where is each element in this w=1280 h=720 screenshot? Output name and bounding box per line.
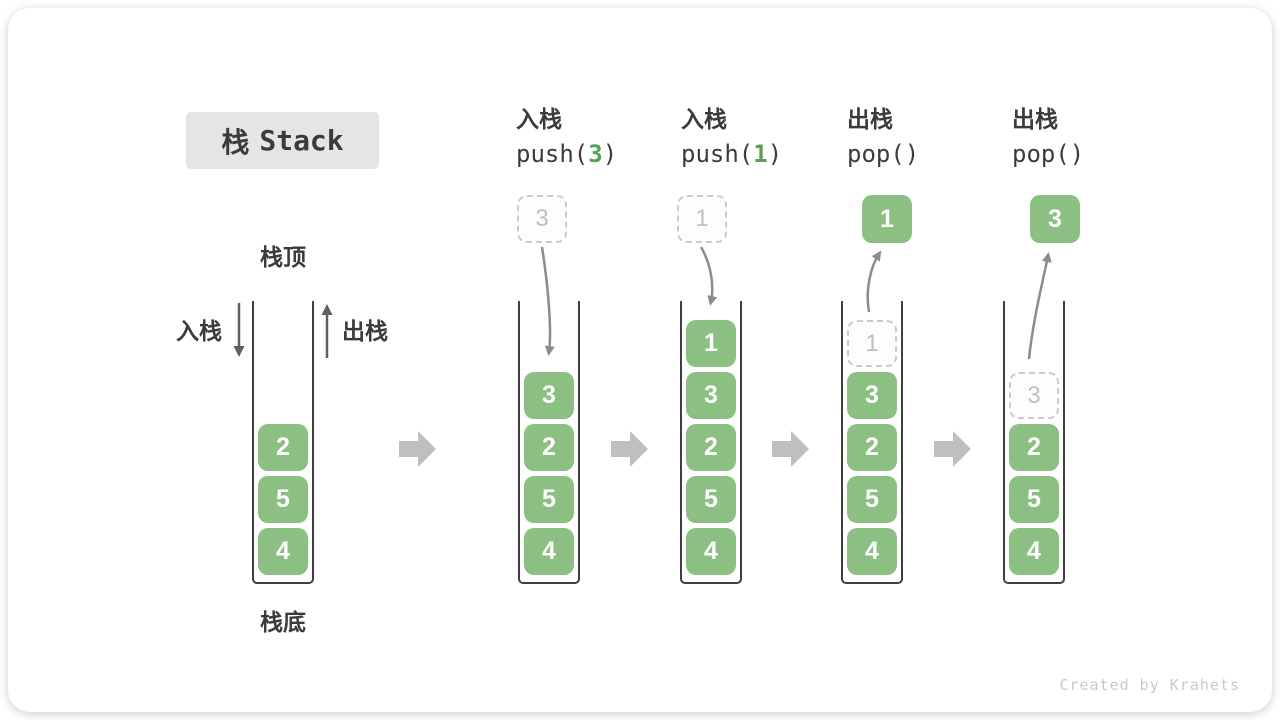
code-pre: pop( bbox=[847, 140, 905, 168]
floating-element: 3 bbox=[1030, 195, 1080, 243]
stack-element: 5 bbox=[1009, 476, 1059, 523]
code-pre: push( bbox=[681, 140, 754, 168]
title-cn: 栈 bbox=[221, 126, 250, 158]
stack-element: 4 bbox=[686, 528, 736, 575]
stack-element: 5 bbox=[524, 476, 574, 523]
stack-bottom-label: 栈底 bbox=[260, 609, 306, 635]
floating-element: 1 bbox=[862, 195, 912, 243]
stage-op-label: 入栈 bbox=[516, 106, 562, 132]
stack-element: 2 bbox=[258, 424, 308, 471]
code-post: ) bbox=[602, 140, 618, 168]
stack-cells: 1 3 2 5 4 bbox=[843, 301, 901, 582]
stack-cells: 1 3 2 5 4 bbox=[682, 301, 740, 582]
stack-element: 3 bbox=[1009, 372, 1059, 419]
stack-element: 3 bbox=[686, 372, 736, 419]
floating-element: 3 bbox=[517, 195, 567, 243]
code-pre: push( bbox=[516, 140, 589, 168]
code-post: ) bbox=[1069, 140, 1085, 168]
stage-op-code: push(1) bbox=[681, 140, 782, 168]
stack-top-label: 栈顶 bbox=[260, 244, 306, 270]
stack-element: 3 bbox=[524, 372, 574, 419]
stack-container: 3 2 5 4 bbox=[1003, 301, 1065, 584]
stack-cells: 2 5 4 bbox=[254, 301, 312, 582]
stage-op-code: pop() bbox=[847, 140, 919, 168]
stack-element: 5 bbox=[686, 476, 736, 523]
stack-container: 2 5 4 bbox=[252, 301, 314, 584]
title-badge: 栈 Stack bbox=[186, 112, 379, 169]
push-side-label: 入栈 bbox=[176, 318, 222, 344]
stack-element: 2 bbox=[524, 424, 574, 471]
stack-element: 4 bbox=[1009, 528, 1059, 575]
code-post: ) bbox=[904, 140, 920, 168]
stack-element: 4 bbox=[524, 528, 574, 575]
stack-element: 3 bbox=[847, 372, 897, 419]
stack-container: 3 2 5 4 bbox=[518, 301, 580, 584]
stage-op-label: 出栈 bbox=[1012, 106, 1058, 132]
stack-element: 4 bbox=[258, 528, 308, 575]
watermark: Created by Krahets bbox=[1059, 676, 1240, 694]
floating-element: 1 bbox=[677, 195, 727, 243]
stack-cells: 3 2 5 4 bbox=[520, 301, 578, 582]
code-arg: 3 bbox=[588, 140, 603, 168]
stack-element: 5 bbox=[258, 476, 308, 523]
stack-container: 1 3 2 5 4 bbox=[841, 301, 903, 584]
code-arg: 1 bbox=[753, 140, 768, 168]
stack-element: 1 bbox=[686, 320, 736, 367]
stack-element: 2 bbox=[686, 424, 736, 471]
stack-element: 5 bbox=[847, 476, 897, 523]
pop-side-label: 出栈 bbox=[342, 318, 388, 344]
stage-op-label: 出栈 bbox=[847, 106, 893, 132]
stage-op-label: 入栈 bbox=[681, 106, 727, 132]
title-en: Stack bbox=[259, 124, 344, 157]
code-pre: pop( bbox=[1012, 140, 1070, 168]
stage-op-code: pop() bbox=[1012, 140, 1084, 168]
stack-cells: 3 2 5 4 bbox=[1005, 301, 1063, 582]
stack-element: 2 bbox=[847, 424, 897, 471]
stack-container: 1 3 2 5 4 bbox=[680, 301, 742, 584]
stage-op-code: push(3) bbox=[516, 140, 617, 168]
code-post: ) bbox=[767, 140, 783, 168]
stack-element: 2 bbox=[1009, 424, 1059, 471]
stack-element: 1 bbox=[847, 320, 897, 367]
stack-element: 4 bbox=[847, 528, 897, 575]
